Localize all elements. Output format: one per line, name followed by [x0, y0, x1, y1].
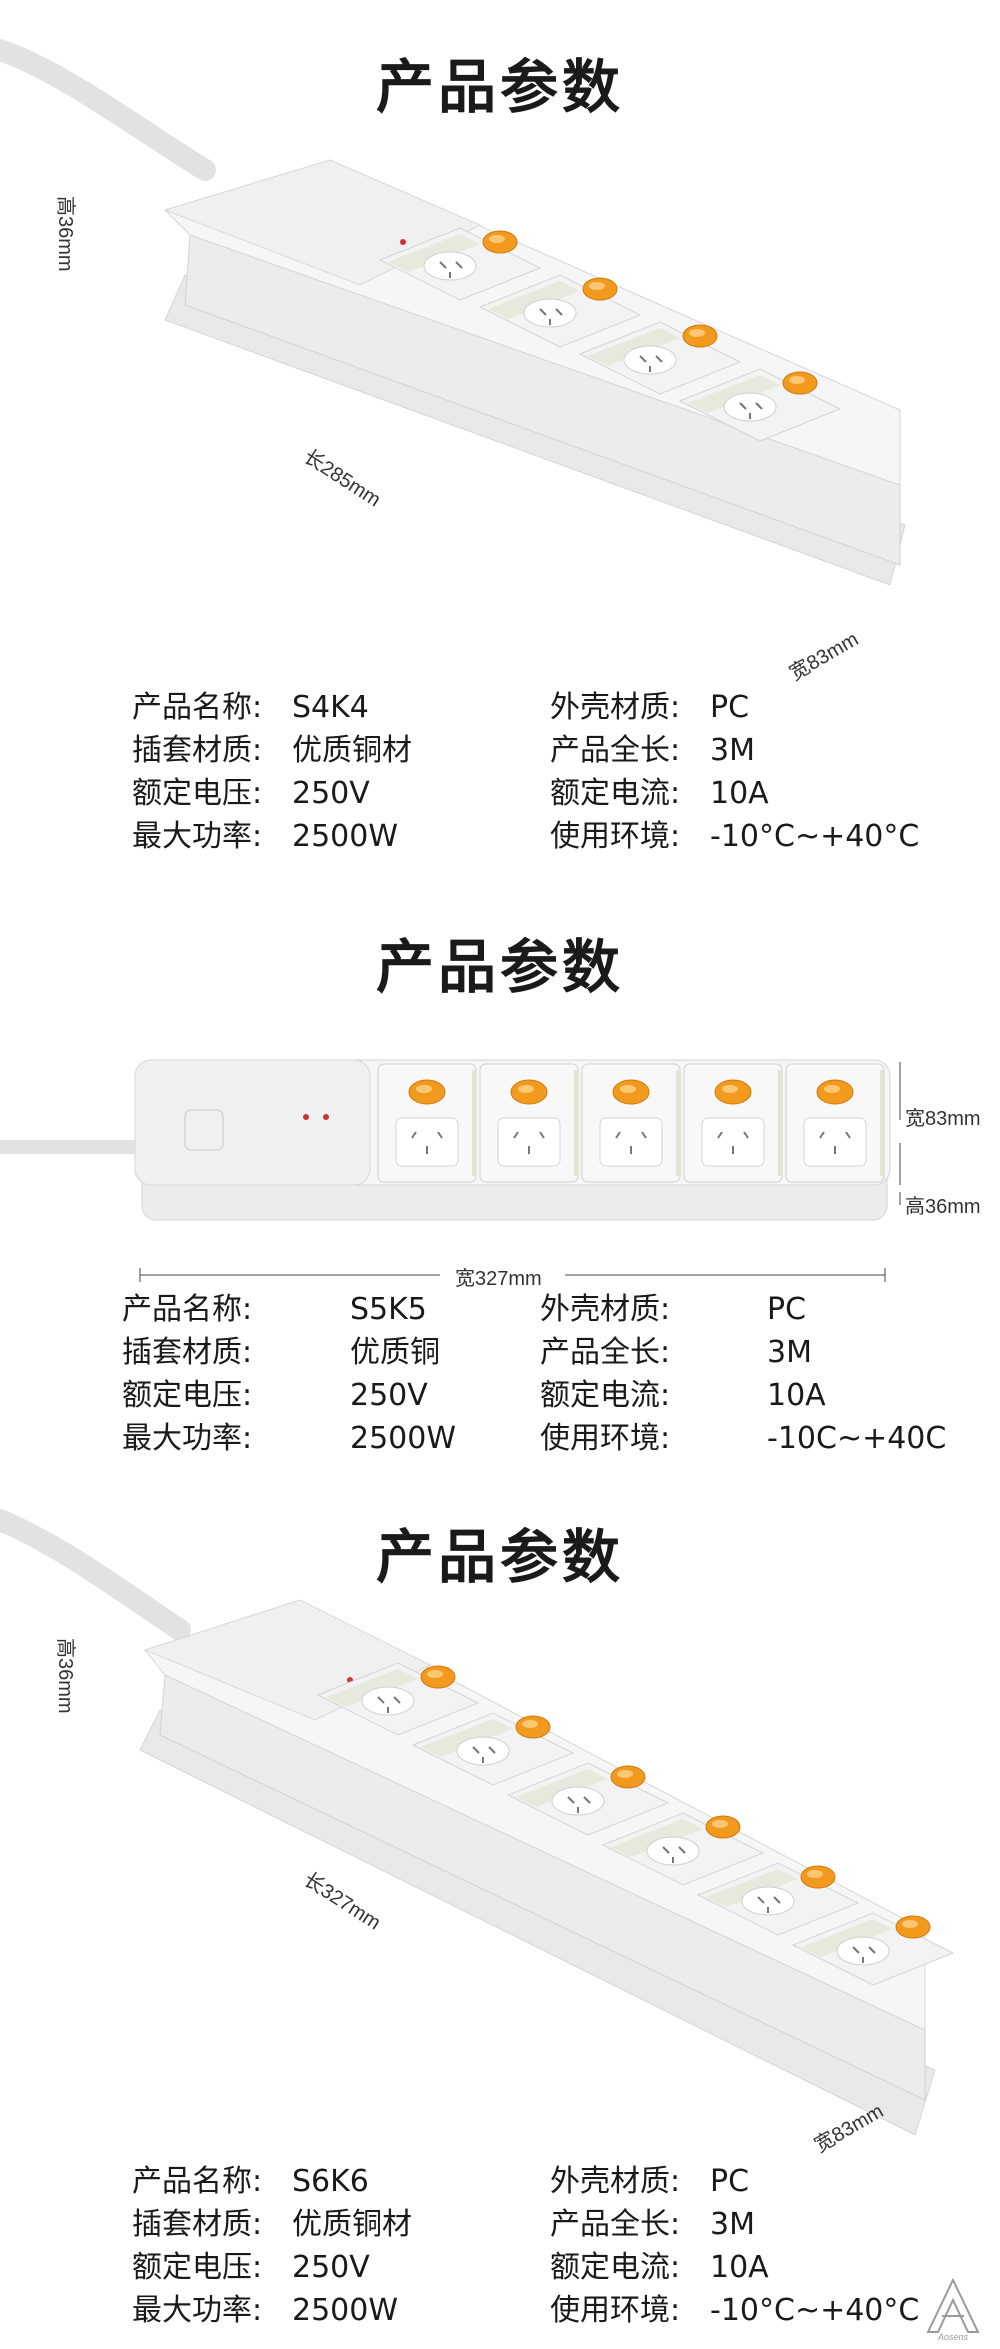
- outlet-module: [581, 1063, 681, 1183]
- section-title: 产品参数: [375, 1523, 624, 1591]
- power-strip-4-outlet-image: [0, 39, 906, 586]
- svg-text:Aosens: Aosens: [937, 2332, 969, 2342]
- outlet-module: [578, 321, 742, 395]
- section-title: 产品参数: [375, 933, 624, 1001]
- outlet-module: [411, 1712, 575, 1786]
- height-dimension: 高36mm: [54, 196, 76, 272]
- length-dimension: 宽327mm: [455, 1268, 542, 1290]
- outlet-module: [678, 368, 842, 442]
- height-dimension: 高36mm: [905, 1196, 981, 1218]
- outlet-module: [696, 1862, 860, 1936]
- outlet-module: [506, 1762, 670, 1836]
- aosens-logo-icon: Aosens: [926, 2277, 980, 2342]
- outlet-module: [478, 274, 642, 348]
- outlet-module: [601, 1812, 765, 1886]
- outlet-module: [785, 1063, 885, 1183]
- power-strip-6-outlet-image: [0, 1509, 955, 2136]
- outlet-module: [377, 1063, 477, 1183]
- outlet-module: [378, 227, 542, 301]
- width-dimension: 宽83mm: [905, 1108, 981, 1130]
- outlet-module: [683, 1063, 783, 1183]
- height-dimension: 高36mm: [54, 1638, 76, 1714]
- power-strip-5-outlet-image: [0, 1059, 901, 1282]
- outlet-module: [479, 1063, 579, 1183]
- section-title: 产品参数: [375, 53, 624, 121]
- outlet-module: [316, 1662, 480, 1736]
- outlet-module: [791, 1912, 955, 1986]
